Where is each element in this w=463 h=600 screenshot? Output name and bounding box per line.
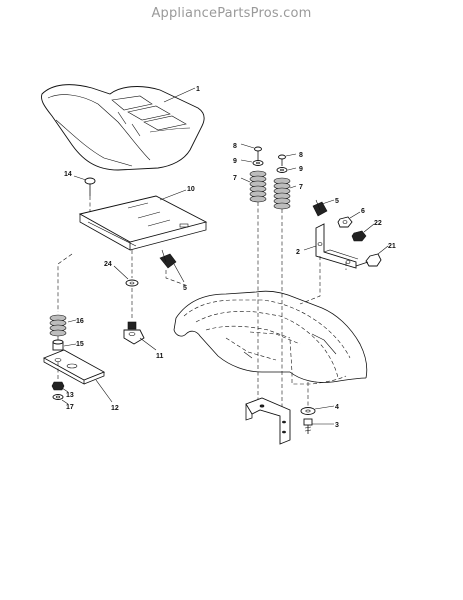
callout-spring-16: 16 <box>76 318 84 325</box>
callout-spring-7-left: 7 <box>233 175 237 182</box>
callout-seat: 1 <box>196 86 200 93</box>
callout-washer-9-left: 9 <box>233 158 237 165</box>
callout-knob-11: 11 <box>156 353 164 360</box>
callout-plate-12: 12 <box>111 405 119 412</box>
frame-mount-bracket <box>245 397 291 445</box>
washer-9-left[interactable] <box>252 160 264 166</box>
screw-8-left[interactable] <box>254 146 262 160</box>
callout-seat-pan: 10 <box>187 186 195 193</box>
callout-washer-17: 17 <box>66 404 74 411</box>
watermark: AppliancePartsPros.com <box>151 6 312 21</box>
nut-13[interactable] <box>51 381 65 391</box>
callout-washer-24: 24 <box>104 261 112 268</box>
screw-8-right[interactable] <box>278 154 286 166</box>
callout-screw-8-right: 8 <box>299 152 303 159</box>
bracket-15[interactable] <box>52 339 64 351</box>
callout-bolt-21: 21 <box>388 243 396 250</box>
callout-nut-22: 22 <box>374 220 382 227</box>
callout-bolt-14: 14 <box>64 171 72 178</box>
callout-clip-5-right: 5 <box>335 198 339 205</box>
bolt-14[interactable] <box>84 177 96 196</box>
plate-12[interactable] <box>42 349 106 385</box>
callout-nut-13: 13 <box>66 392 74 399</box>
fender-frame <box>173 290 368 410</box>
bolt-21[interactable] <box>355 253 382 267</box>
washer-17[interactable] <box>52 394 64 400</box>
seat-pan[interactable] <box>78 195 208 251</box>
callout-nut-6: 6 <box>361 208 365 215</box>
washer-9-right[interactable] <box>276 167 288 173</box>
callout-bracket-2: 2 <box>296 249 300 256</box>
callout-spring-7-right: 7 <box>299 184 303 191</box>
bracket-2[interactable] <box>315 223 359 269</box>
seat[interactable] <box>41 84 205 171</box>
knob-11[interactable] <box>123 321 145 345</box>
clip-5-left[interactable] <box>159 249 177 269</box>
washer-4[interactable] <box>300 407 316 415</box>
callout-clip-5-left: 5 <box>183 285 187 292</box>
nut-22[interactable] <box>351 230 367 242</box>
spring-7-right[interactable] <box>273 177 291 210</box>
bolt-3[interactable] <box>303 418 313 434</box>
nut-6[interactable] <box>337 216 353 228</box>
callout-screw-8-left: 8 <box>233 143 237 150</box>
washer-24[interactable] <box>125 279 139 287</box>
callout-bracket-15: 15 <box>76 341 84 348</box>
callout-washer-4: 4 <box>335 404 339 411</box>
clip-5-right[interactable] <box>312 199 328 217</box>
callout-bolt-3: 3 <box>335 422 339 429</box>
spring-16[interactable] <box>49 314 67 337</box>
callout-washer-9-right: 9 <box>299 166 303 173</box>
spring-7-left[interactable] <box>249 170 267 203</box>
